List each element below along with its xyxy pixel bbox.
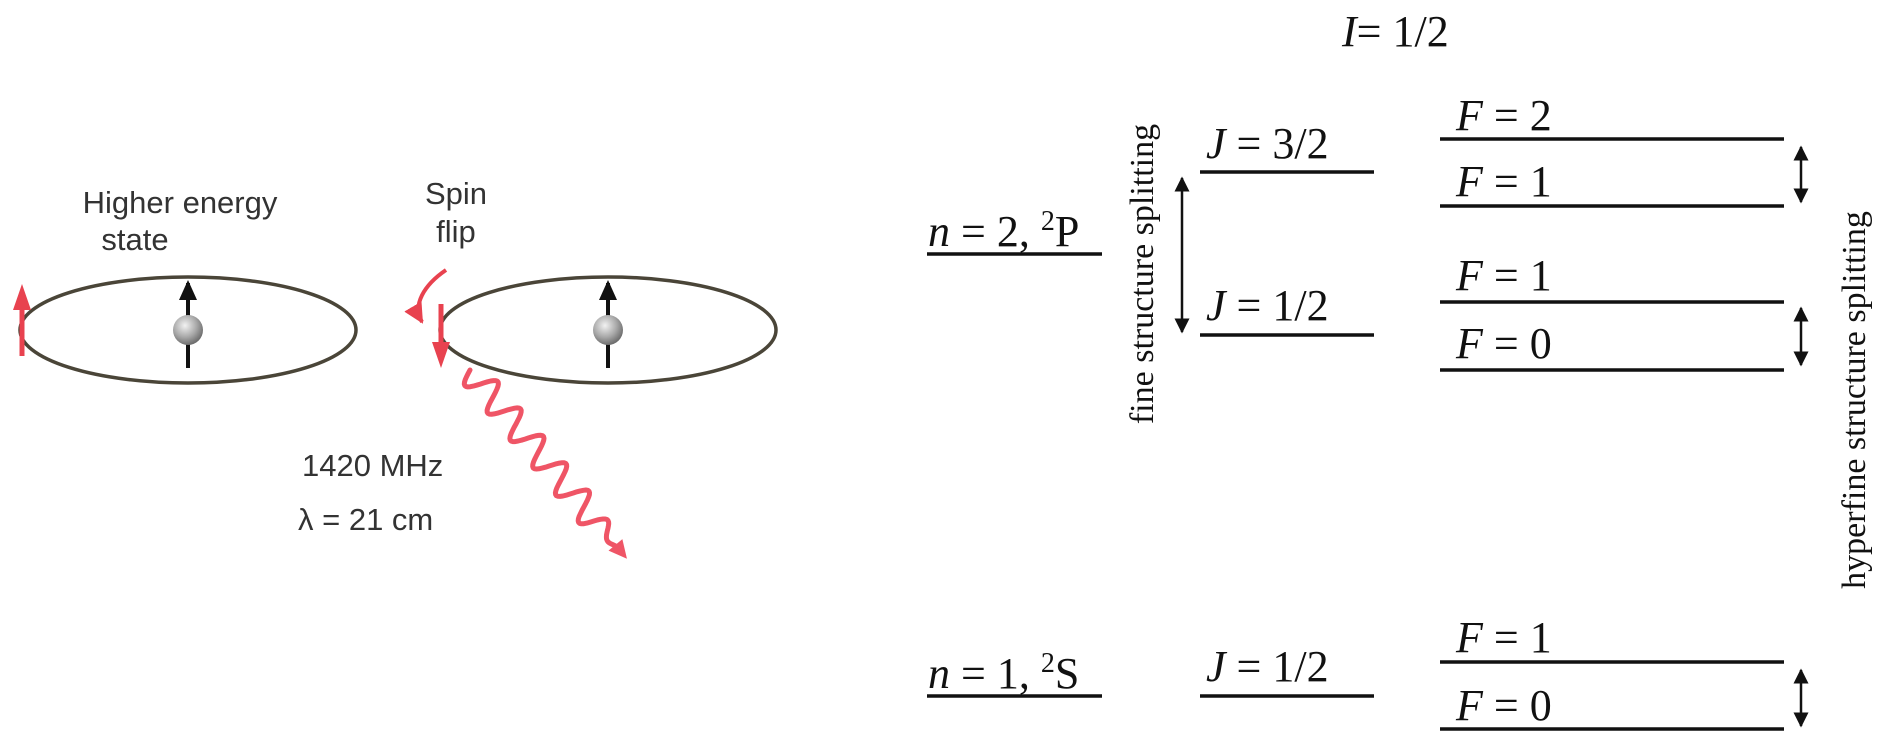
spin-flip-illustration: Higher energy state Spin flip 1420 MHz λ [13,176,778,559]
j-level-label: J = 1/2 [1206,281,1329,330]
fine-structure-label: fine structure splitting [1124,124,1161,424]
spin-flip-curved-arrow [404,268,448,324]
proton-spin-arrowhead-right [599,280,617,300]
electron-spin-arrowhead-down [432,342,450,368]
f-level-label: F = 0 [1455,681,1552,730]
higher-energy-label-line1: Higher energy [83,185,278,220]
hyperfine-structure-label: hyperfine structure splitting [1836,211,1873,589]
spin-flip-label-line2: flip [436,214,476,249]
photon-wave [461,367,621,551]
f-level-label: F = 2 [1455,91,1552,140]
higher-energy-label-line2: state [101,222,168,257]
frequency-label: 1420 MHz [302,448,443,483]
lower-energy-atom [404,268,778,385]
spin-flip-label-line1: Spin [425,176,487,211]
proton-right [593,315,623,345]
n2-term-label: n = 2, 2P [928,206,1079,256]
f-level-label: F = 1 [1455,251,1552,300]
f-level-label: F = 1 [1455,157,1552,206]
electron-spin-arrowhead-up [13,284,31,310]
j-level-label: J = 3/2 [1206,119,1329,168]
wavelength-label: λ = 21 cm [298,502,433,537]
proton-spin-arrowhead-left [179,280,197,300]
f-level-label: F = 1 [1455,613,1552,662]
energy-level-diagram: I= 1/2 n = 2, 2P n = 1, 2S fine structur… [927,7,1873,731]
higher-energy-atom [13,275,358,385]
j-level-label: J = 1/2 [1206,642,1329,691]
proton-left [173,315,203,345]
n1-term-label: n = 1, 2S [928,648,1079,698]
f-level-label: F = 0 [1455,319,1552,368]
photon-arrowhead [608,539,627,559]
nuclear-spin-label: I= 1/2 [1341,7,1449,56]
